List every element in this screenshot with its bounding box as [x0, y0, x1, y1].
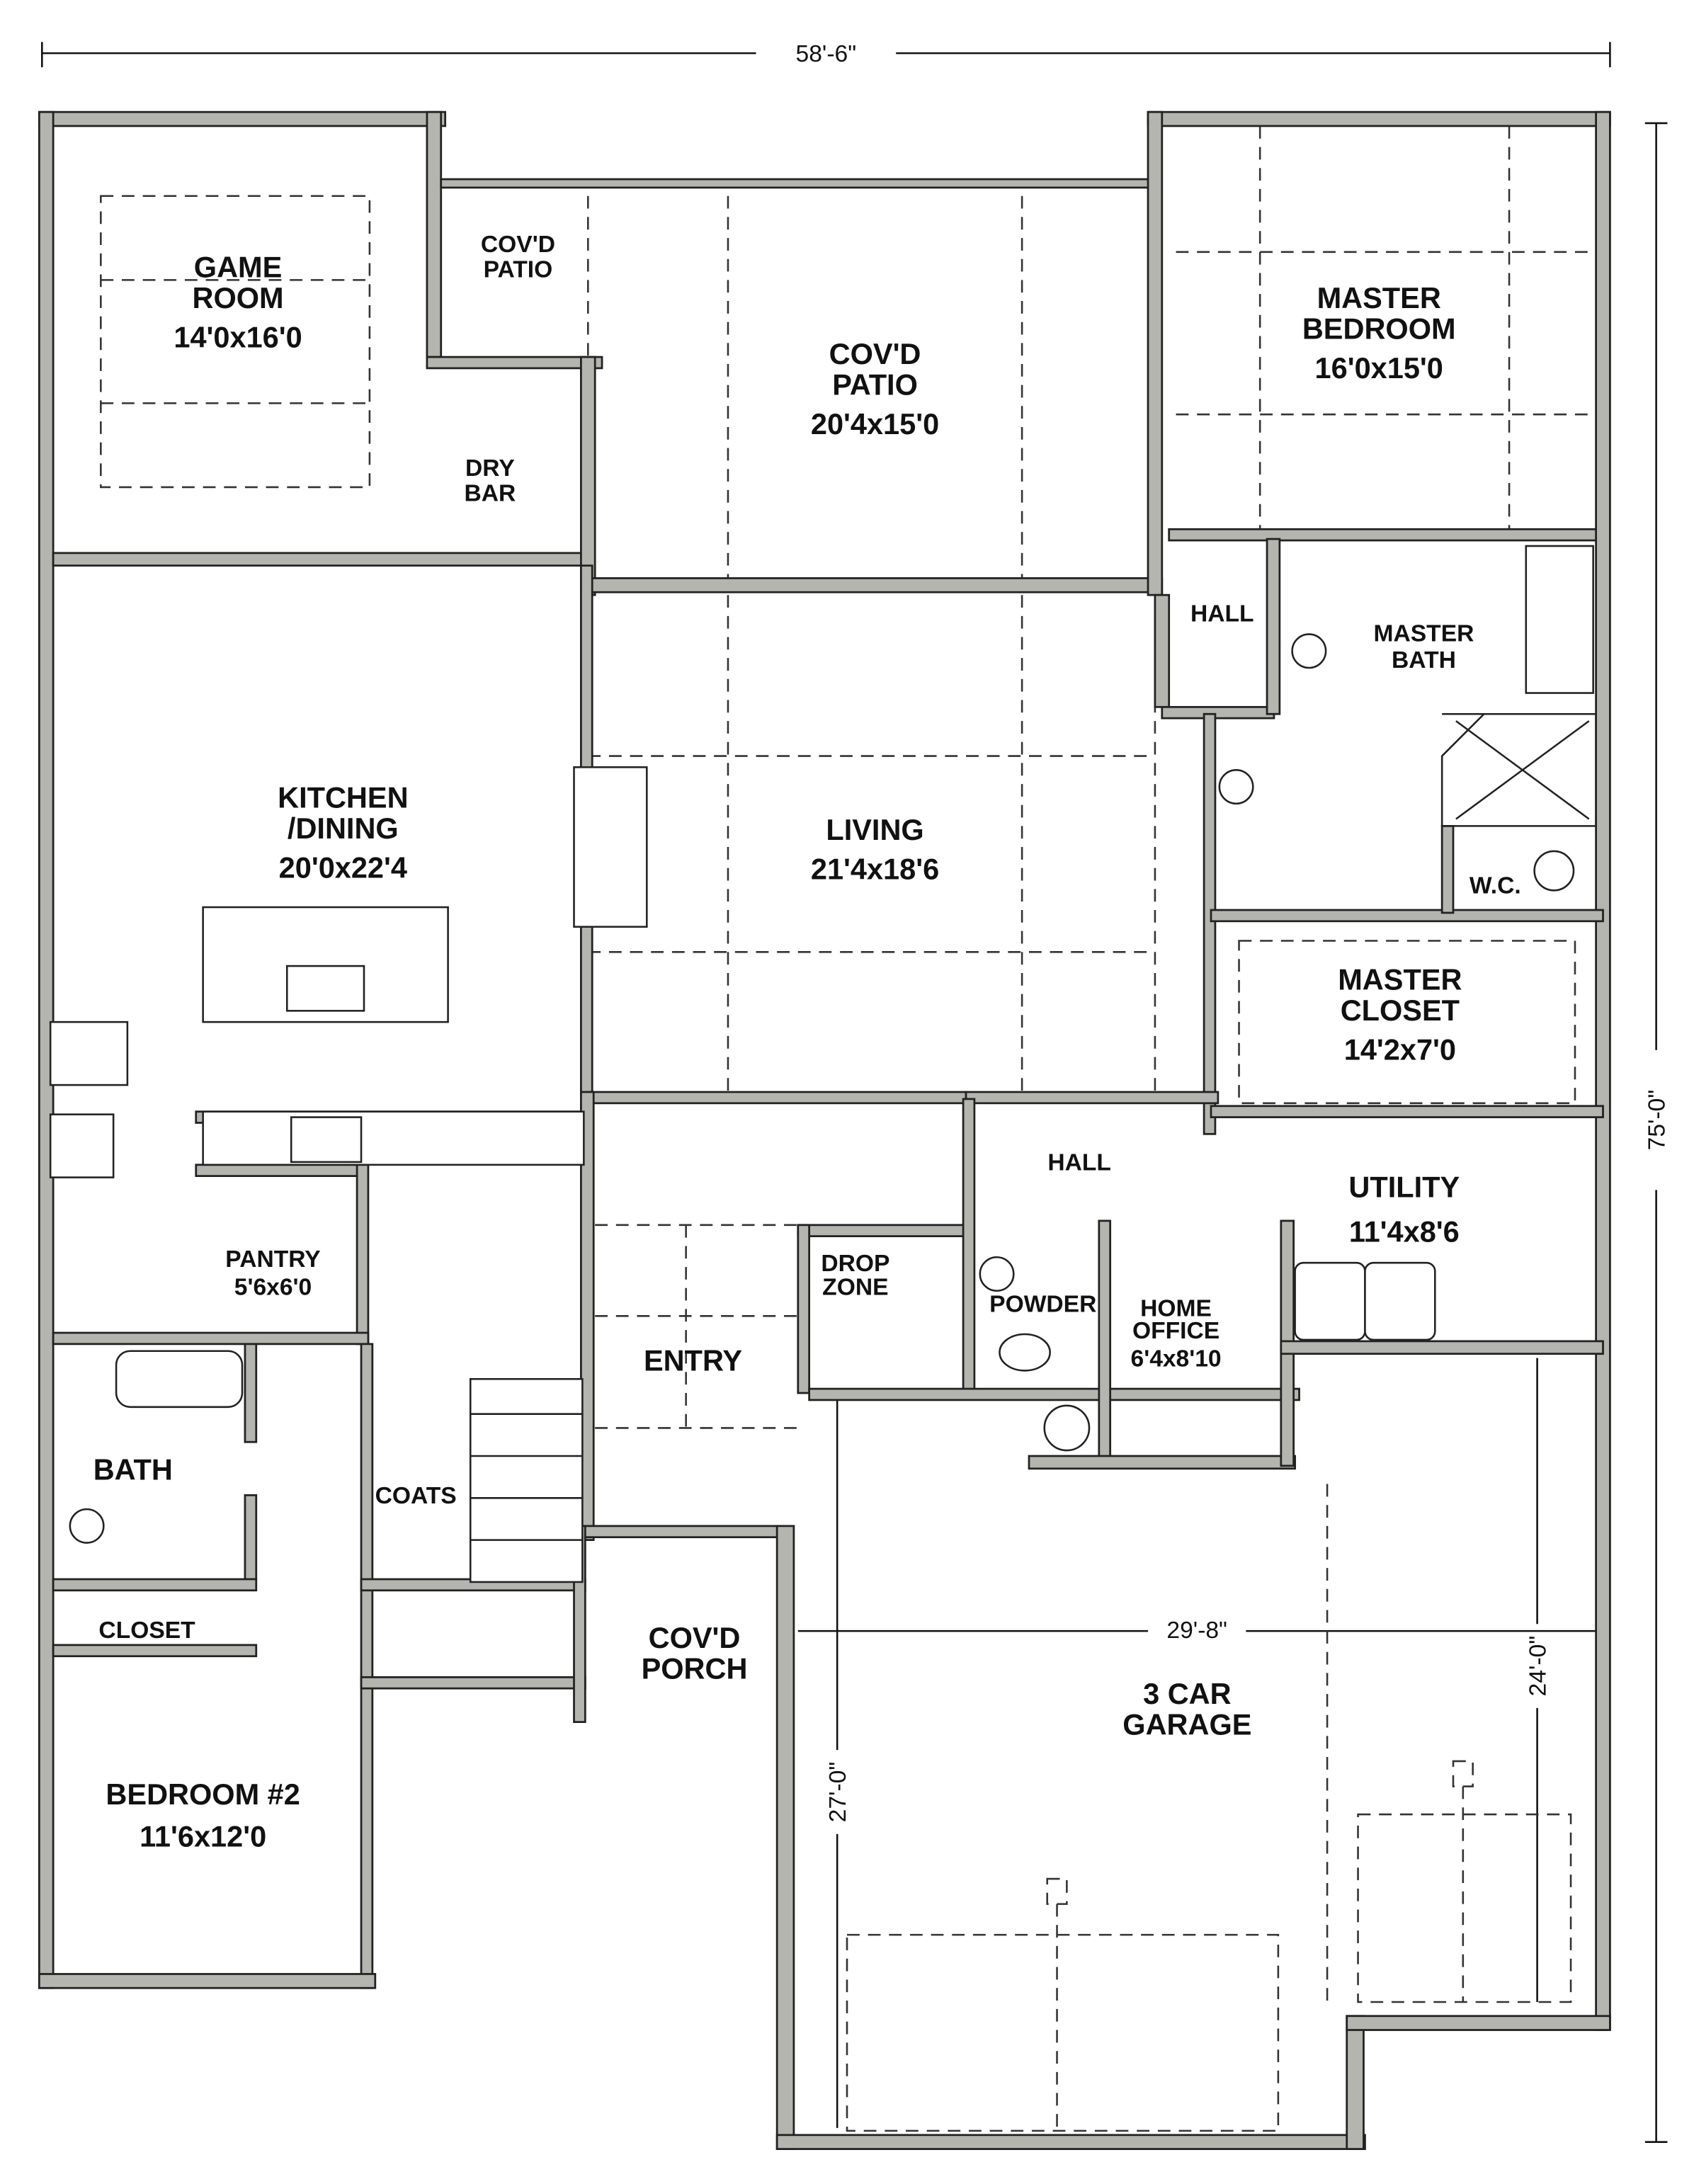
room-name: COV'D	[481, 232, 555, 258]
room-size: 14'2x7'0	[1344, 1033, 1456, 1067]
room-utility: UTILITY 11'4x8'6	[1348, 1170, 1460, 1248]
room-master-bedroom: MASTER BEDROOM 16'0x15'0	[1302, 281, 1456, 385]
room-name: BATH	[1392, 647, 1456, 673]
fixtures	[49, 545, 1597, 1583]
room-entry: ENTRY	[644, 1343, 742, 1377]
garage-depth-left-dimension: 27'-0"	[825, 1762, 851, 1823]
room-name: GARAGE	[1122, 1707, 1251, 1741]
room-name: HOME	[1140, 1295, 1212, 1321]
room-size: 21'4x18'6	[811, 853, 939, 886]
room-name: ZONE	[822, 1275, 888, 1301]
garage-width-dimension: 29'-8"	[1166, 1617, 1227, 1644]
room-garage: 3 CAR GARAGE	[1122, 1677, 1251, 1741]
room-coats: COATS	[375, 1483, 457, 1509]
room-name: BAR	[465, 481, 516, 507]
room-name: ROOM	[193, 281, 284, 314]
room-name: 3 CAR	[1143, 1677, 1232, 1710]
room-name: COV'D	[829, 337, 921, 370]
room-name: MASTER	[1338, 963, 1462, 996]
room-pantry: PANTRY 5'6x6'0	[225, 1246, 320, 1301]
room-name: MASTER	[1374, 620, 1474, 647]
garage-depth-right-dimension: 24'-0"	[1525, 1636, 1551, 1697]
room-bedroom-2: BEDROOM #2 11'6x12'0	[106, 1778, 300, 1853]
room-covd-patio-small: COV'D PATIO	[481, 232, 555, 283]
room-size: 11'6x12'0	[140, 1820, 266, 1853]
room-living: LIVING 21'4x18'6	[811, 813, 939, 885]
room-closet: CLOSET	[98, 1617, 195, 1644]
room-size: 6'4x8'10	[1131, 1346, 1222, 1372]
room-name: MASTER	[1317, 281, 1441, 314]
room-name: DROP	[821, 1251, 889, 1277]
room-name: KITCHEN	[278, 781, 408, 814]
room-name: LIVING	[826, 813, 923, 846]
room-name: PORCH	[642, 1651, 748, 1685]
room-hall-master: HALL	[1190, 601, 1254, 627]
overall-width-dimension: 58'-6"	[796, 41, 857, 67]
room-master-closet: MASTER CLOSET 14'2x7'0	[1338, 963, 1462, 1067]
room-size: 20'0x22'4	[279, 851, 407, 885]
room-name: PATIO	[832, 368, 918, 401]
room-game-room: GAME ROOM 14'0x16'0	[174, 250, 302, 353]
dimension-lines	[41, 42, 1668, 2143]
room-bath: BATH	[93, 1453, 173, 1486]
room-covd-porch: COV'D PORCH	[642, 1621, 748, 1685]
room-name: OFFICE	[1132, 1318, 1220, 1344]
room-name: COV'D	[649, 1621, 741, 1654]
room-name: GAME	[194, 250, 282, 283]
room-name: PATIO	[484, 256, 553, 283]
room-size: 14'0x16'0	[174, 320, 302, 353]
room-size: 20'4x15'0	[811, 407, 939, 440]
overall-depth-dimension: 75'-0"	[1644, 1090, 1670, 1151]
room-kitchen-dining: KITCHEN /DINING 20'0x22'4	[278, 781, 408, 885]
room-name: DRY	[465, 455, 515, 482]
room-home-office: HOME OFFICE 6'4x8'10	[1131, 1295, 1222, 1372]
room-drop-zone: DROP ZONE	[821, 1251, 889, 1301]
room-covd-patio: COV'D PATIO 20'4x15'0	[811, 337, 939, 440]
room-size: 11'4x8'6	[1349, 1215, 1460, 1249]
room-master-bath: MASTER BATH	[1374, 620, 1474, 673]
room-powder: POWDER	[989, 1291, 1096, 1317]
room-name: CLOSET	[1341, 994, 1460, 1027]
room-size: 5'6x6'0	[234, 1275, 312, 1301]
room-size: 16'0x15'0	[1315, 351, 1443, 385]
room-dry-bar: DRY BAR	[465, 455, 516, 507]
room-wc: W.C.	[1470, 872, 1521, 899]
room-hall: HALL	[1047, 1150, 1111, 1176]
room-name: BEDROOM	[1302, 312, 1456, 345]
room-name: BEDROOM #2	[106, 1778, 300, 1811]
room-name: /DINING	[288, 812, 399, 845]
room-name: UTILITY	[1348, 1170, 1460, 1203]
room-name: PANTRY	[225, 1246, 320, 1273]
